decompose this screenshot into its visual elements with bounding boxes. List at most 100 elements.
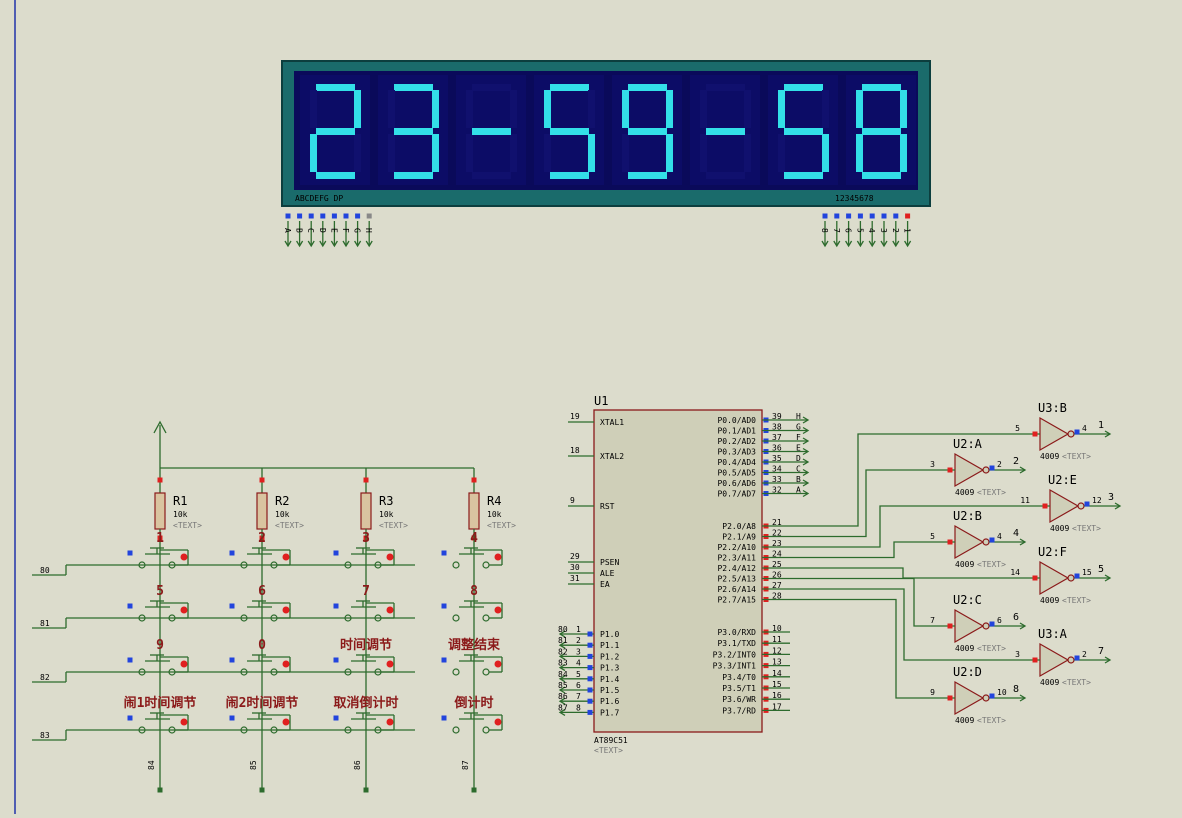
column-end [259, 787, 265, 793]
keypad-key-label: 9 [156, 638, 164, 653]
display-digit-pin-name: 5 [855, 228, 864, 233]
switch-pin [333, 657, 339, 663]
gate-ref: U2:A [953, 437, 983, 451]
resistor-tag: <TEXT> [487, 521, 516, 530]
pin-arrow [558, 641, 566, 649]
gate-bubble [1077, 502, 1085, 510]
segment-f [856, 90, 863, 128]
pin-arrow [1104, 574, 1112, 582]
gate-input-pin: 14 [1010, 568, 1020, 577]
keypad-button[interactable]: 3 [333, 531, 395, 569]
mcu-ref: U1 [594, 394, 608, 408]
pin-arrow [821, 240, 829, 248]
p2-to-gate-route [790, 588, 1022, 661]
keypad-button[interactable]: 7 [333, 584, 395, 622]
resistor-value: 10k [487, 510, 502, 519]
keypad-matrix[interactable]: R110k<TEXT>R210k<TEXT>R310k<TEXT>R410k<T… [32, 420, 516, 793]
display-digit [690, 75, 760, 185]
switch-pin [386, 718, 394, 726]
mcu-pin-number: 27 [772, 581, 782, 590]
mcu-tag: <TEXT> [594, 746, 623, 755]
segment-d [706, 172, 745, 179]
display-digit-pin-marker [893, 213, 899, 219]
keypad-button[interactable]: 1 [127, 531, 189, 569]
segment-f [778, 90, 785, 128]
keypad-button[interactable]: 5 [127, 584, 189, 622]
keypad-button[interactable]: 9 [127, 638, 189, 676]
switch-contact [344, 668, 352, 676]
gate-output-pin: 12 [1092, 496, 1102, 505]
keypad-button[interactable]: 4 [441, 531, 503, 569]
segment-c [900, 134, 907, 172]
mcu-pin-name: P0.3/AD3 [717, 448, 756, 457]
gate-part: 4009 [1050, 524, 1069, 533]
gate-bubble [1067, 574, 1075, 582]
display-digit-pin-name: 3 [879, 228, 888, 233]
pin-arrow [1019, 466, 1027, 474]
gate-ref: U2:B [953, 509, 982, 523]
display-digit [456, 75, 526, 185]
pin-arrow [1019, 538, 1027, 546]
column-end [157, 787, 163, 793]
mcu-pin-name: P0.0/AD0 [717, 416, 756, 425]
mcu-pin-number: 5 [576, 670, 581, 679]
switch-contact [482, 668, 490, 676]
switch-pin [127, 603, 133, 609]
mcu-pin-name: P1.3 [600, 664, 619, 673]
keypad-button[interactable]: 倒计时 [441, 695, 503, 734]
mcu-pin-number: 30 [570, 563, 580, 572]
switch-pin [386, 660, 394, 668]
segment-g [550, 128, 589, 135]
segment-a [628, 84, 667, 91]
segment-g [706, 128, 745, 135]
column-net-label: 86 [353, 760, 362, 770]
p1-net-label: 81 [558, 636, 568, 645]
gate-part: 4009 [1040, 678, 1059, 687]
switch-pin [441, 550, 447, 556]
keypad-button[interactable]: 6 [229, 584, 291, 622]
keypad-button[interactable]: 闹1时间调节 [124, 695, 197, 734]
p0-net-label: F [796, 433, 801, 442]
display-digit-pin-name: 1 [903, 228, 912, 233]
digit-label: 12345678 [835, 194, 874, 203]
pin-arrow [365, 240, 373, 248]
vcc-arrow [153, 420, 167, 434]
keypad-button[interactable]: 调整结束 [441, 637, 503, 676]
keypad-button[interactable]: 取消倒计时 [333, 695, 399, 734]
resistor-body [154, 492, 166, 530]
keypad-button[interactable]: 2 [229, 531, 291, 569]
gate-pin [947, 539, 953, 545]
pin-arrow [558, 664, 566, 672]
microcontroller-u1[interactable]: U1AT89C51<TEXT>19XTAL118XTAL29RST29PSEN3… [558, 394, 810, 755]
segment-a [472, 84, 511, 91]
segment-b [744, 90, 751, 128]
segment-d [316, 172, 355, 179]
segment-a [784, 84, 823, 91]
pin-arrow [558, 708, 566, 716]
mcu-part: AT89C51 [594, 736, 628, 745]
keypad-button[interactable]: 闹2时间调节 [226, 695, 299, 734]
gate-net-label: 7 [1098, 646, 1104, 657]
mcu-pin-number: 13 [772, 658, 782, 667]
gate-part: 4009 [1040, 596, 1059, 605]
gate-tag: <TEXT> [1062, 452, 1091, 461]
keypad-button[interactable]: 0 [229, 638, 291, 676]
switch-pin [229, 603, 235, 609]
mcu-pin-name: P2.1/A9 [722, 533, 756, 542]
pin-arrow [307, 240, 315, 248]
mcu-pin-name: P1.5 [600, 686, 619, 695]
keypad-button[interactable]: 时间调节 [333, 637, 395, 676]
keypad-button[interactable]: 8 [441, 584, 503, 622]
display-seg-pin-name: G [353, 228, 362, 233]
